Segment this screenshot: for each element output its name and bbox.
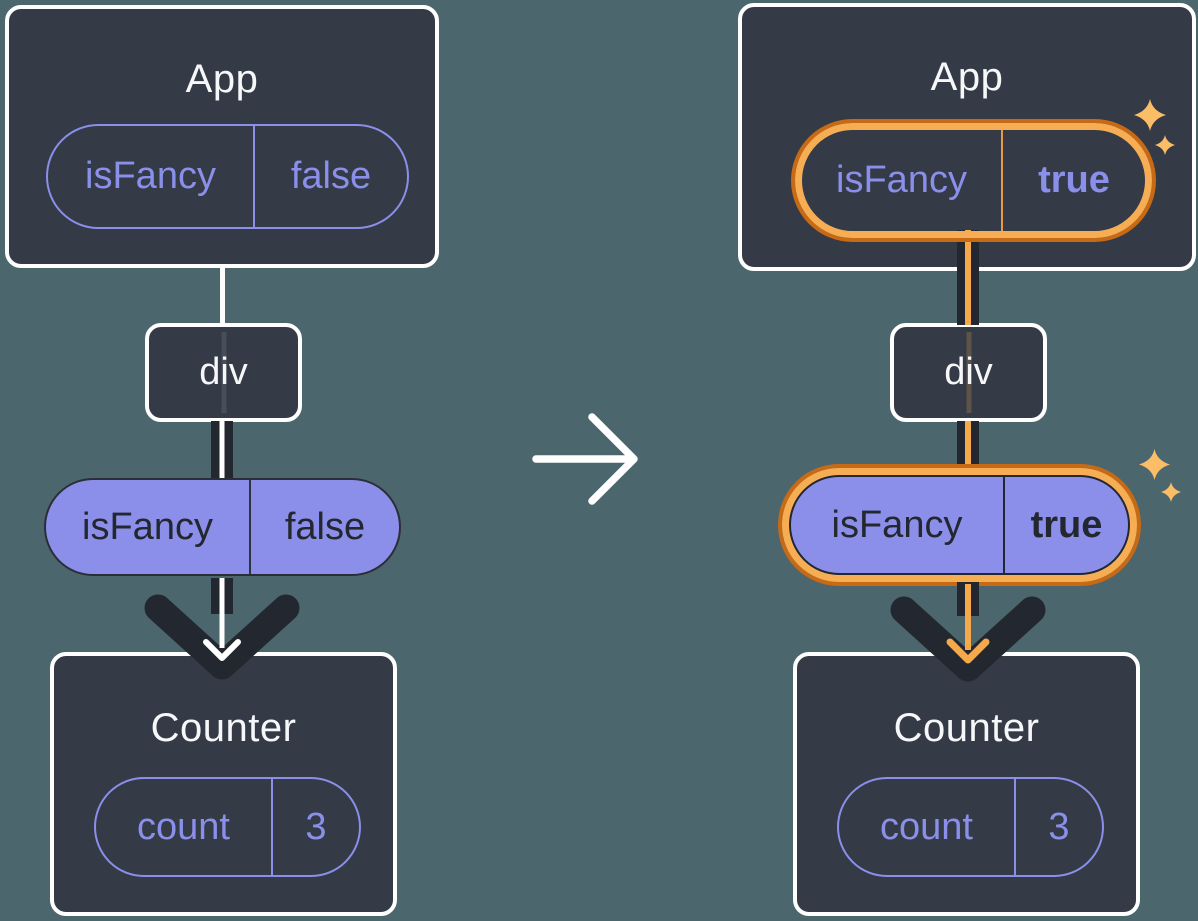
prop-pill: isFancy true — [789, 475, 1130, 575]
sparkle-icon — [1155, 135, 1175, 155]
component-title: App — [185, 57, 259, 101]
prop-name: isFancy — [82, 505, 213, 548]
component-title: Counter — [893, 706, 1040, 750]
state-value: 3 — [271, 779, 359, 875]
state-thread — [965, 230, 971, 325]
ring-band: isFancy true — [782, 468, 1137, 582]
sparkle-icon — [1139, 449, 1170, 480]
connector-line — [211, 421, 233, 480]
prop-value: false — [249, 480, 399, 574]
component-title: div — [199, 351, 248, 393]
sparkle-icon — [1134, 99, 1166, 131]
state-name: count — [880, 805, 973, 848]
state-name: count — [137, 805, 230, 848]
prop-pill: isFancy false — [44, 478, 401, 576]
connector-line — [957, 421, 979, 468]
counter-component-box: Counter count 3 — [50, 652, 397, 916]
connector-ghost-line — [221, 332, 226, 413]
connector-line — [957, 230, 979, 325]
arrow-down-icon — [144, 578, 300, 680]
state-thread — [219, 421, 225, 480]
state-value: true — [1001, 130, 1145, 231]
component-title: App — [930, 55, 1004, 99]
div-component-box: div — [145, 323, 302, 422]
component-title: Counter — [150, 706, 297, 750]
state-value: 3 — [1014, 779, 1102, 875]
component-title: div — [944, 351, 993, 393]
prop-value: true — [1003, 477, 1128, 573]
state-name: isFancy — [836, 159, 967, 201]
prop-name: isFancy — [831, 503, 963, 546]
prop-pill-highlighted: isFancy true — [778, 464, 1141, 586]
app-component-box: App isFancy false — [5, 5, 439, 268]
state-thread — [965, 421, 971, 468]
state-pill: isFancy false — [46, 124, 409, 229]
state-name: isFancy — [85, 155, 216, 197]
counter-component-box: Counter count 3 — [793, 652, 1140, 916]
sparkle-icon — [1161, 482, 1181, 502]
arrow-right-icon — [532, 413, 638, 505]
state-pill: count 3 — [837, 777, 1104, 877]
connector-ghost-line — [966, 332, 971, 413]
app-component-box: App isFancy true — [738, 3, 1196, 271]
state-pill: isFancy true — [795, 123, 1152, 238]
state-value: false — [253, 126, 407, 227]
arrow-down-icon — [890, 582, 1046, 682]
connector-line — [219, 266, 225, 326]
div-component-box: div — [890, 323, 1047, 422]
state-pill-highlighted: isFancy true — [791, 119, 1156, 242]
state-pill: count 3 — [94, 777, 361, 877]
